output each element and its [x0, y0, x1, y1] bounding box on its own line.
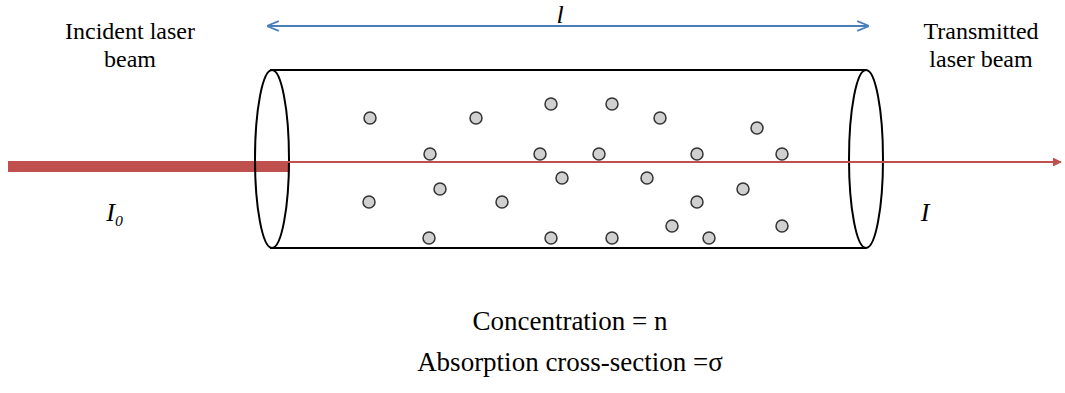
particle: [776, 220, 788, 232]
particle: [691, 196, 703, 208]
particle: [424, 148, 436, 160]
tube-window: [255, 70, 289, 248]
particle: [470, 112, 482, 124]
tube-wall: [270, 247, 866, 249]
particle: [593, 148, 605, 160]
particle: [666, 220, 678, 232]
particle: [691, 148, 703, 160]
intensity-label: I₀: [90, 198, 140, 228]
particle: [434, 183, 446, 195]
particle: [641, 172, 653, 184]
particles: [363, 98, 788, 244]
particle: [703, 232, 715, 244]
particle: [606, 232, 618, 244]
length-label: l: [548, 0, 572, 30]
particle: [545, 232, 557, 244]
particle: [556, 172, 568, 184]
parameter-label: Absorption cross-section =σ: [320, 347, 820, 378]
particle: [364, 112, 376, 124]
beam-label: Transmitted laser beam: [902, 18, 1060, 73]
particle: [545, 98, 557, 110]
particle: [654, 112, 666, 124]
tube-window: [849, 70, 883, 248]
particle: [737, 183, 749, 195]
intensity-label: I: [905, 198, 945, 228]
tube-wall: [270, 69, 866, 71]
incident-beam: [8, 161, 290, 172]
beam-label: Incident laser beam: [40, 18, 220, 73]
particle: [423, 232, 435, 244]
parameter-label: Concentration = n: [370, 306, 770, 337]
laser-beam: [285, 161, 1061, 163]
particle: [363, 196, 375, 208]
particle: [496, 196, 508, 208]
particle: [534, 148, 546, 160]
particle: [776, 148, 788, 160]
length-arrow: [268, 25, 868, 27]
particle: [606, 98, 618, 110]
particle: [751, 122, 763, 134]
